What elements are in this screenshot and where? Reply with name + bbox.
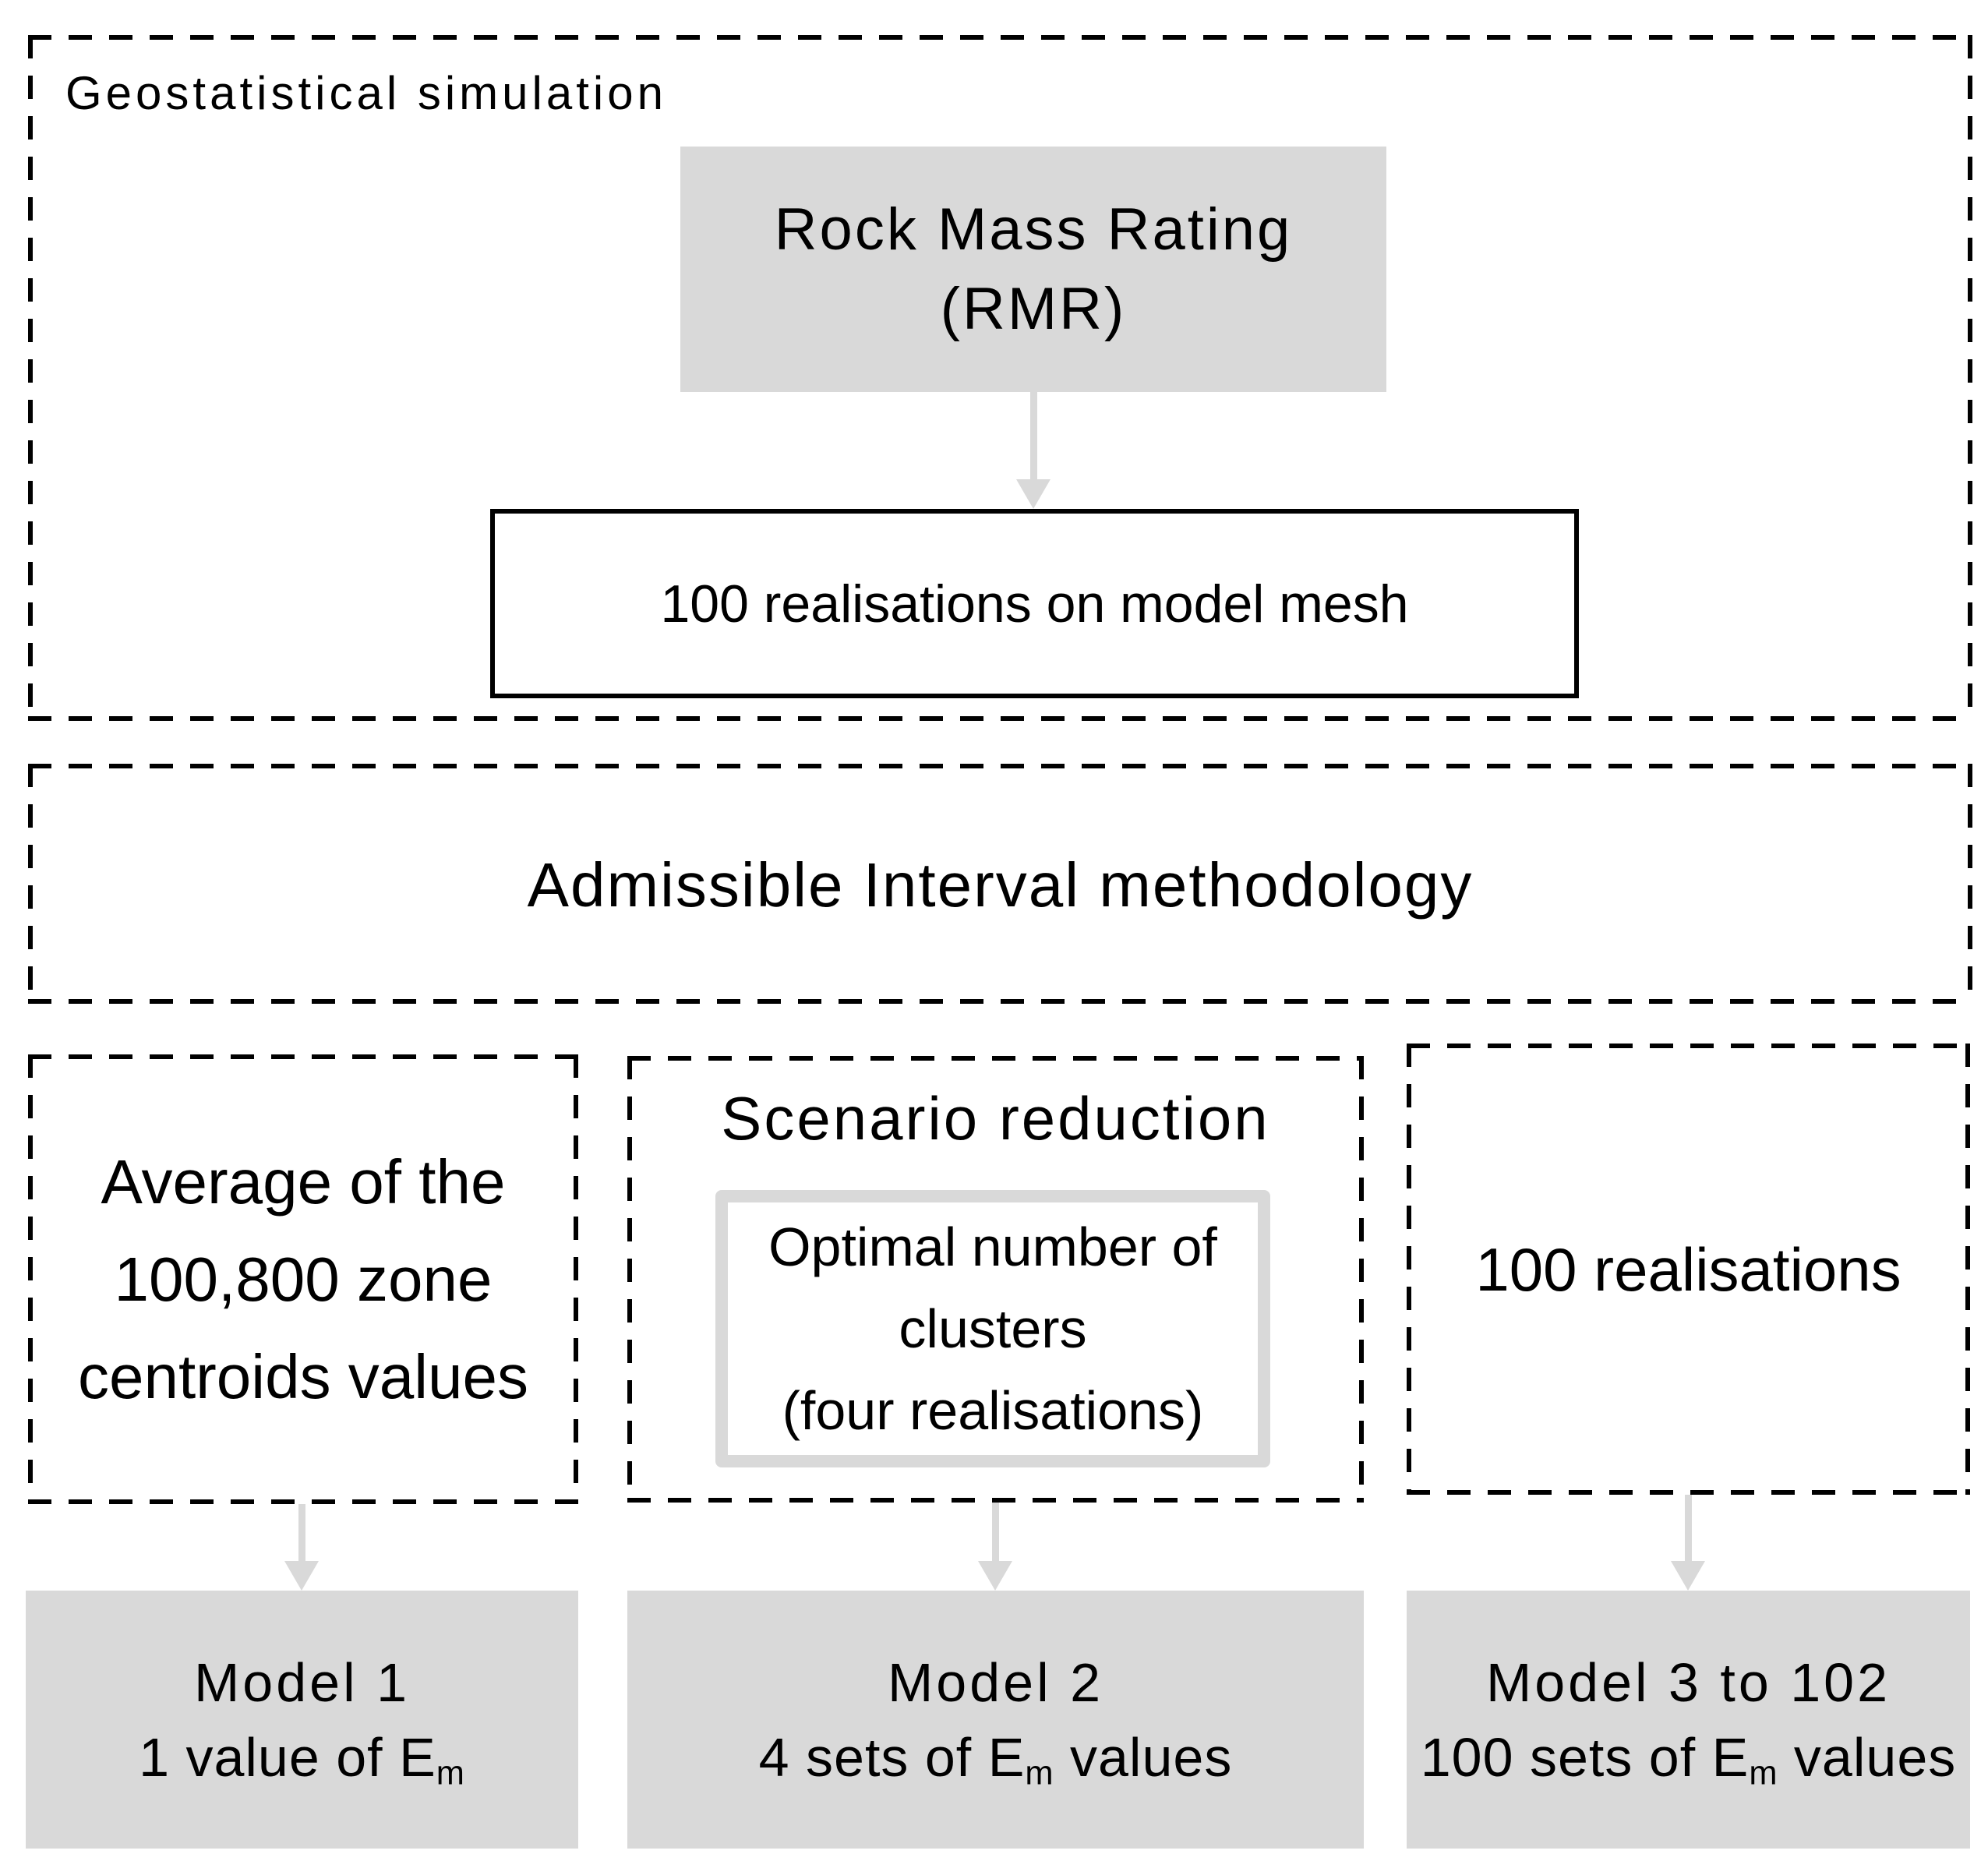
model-3-detail: 100 sets of Em values [1421,1720,1957,1795]
arrow-realisations-to-model3 [1671,1495,1705,1591]
em-subscript: m [436,1753,465,1792]
average-centroids-box: Average of the 100,800 zone centroids va… [28,1054,578,1504]
optimal-clusters-line2: clusters [899,1298,1087,1359]
admissible-interval-title: Admissible Interval methodology [527,850,1474,920]
model-2-detail-suffix: values [1054,1726,1233,1788]
optimal-clusters-box: Optimal number of clusters (four realisa… [715,1190,1270,1467]
realisations-mesh-box: 100 realisations on model mesh [490,509,1579,698]
optimal-clusters-line1: Optimal number of [768,1216,1217,1277]
model-2-detail-prefix: 4 sets of [758,1726,988,1788]
model-2-box: Model 2 4 sets of Em values [627,1591,1364,1849]
arrow-stem [991,1503,999,1561]
em-symbol: E [399,1726,436,1788]
model-1-detail: 1 value of Em [139,1720,465,1795]
arrow-down-icon [978,1561,1012,1591]
average-line-1: Average of the [101,1147,506,1217]
rock-mass-rating-box: Rock Mass Rating (RMR) [680,147,1386,392]
model-1-box: Model 1 1 value of Em [26,1591,578,1849]
average-line-2: 100,800 zone [114,1245,493,1314]
em-symbol: E [987,1726,1026,1788]
model-2-detail: 4 sets of Em values [759,1720,1233,1795]
model-3-title: Model 3 to 102 [1485,1651,1891,1713]
arrow-down-icon [1016,479,1050,509]
hundred-realisations-box: 100 realisations [1407,1044,1970,1495]
em-subscript: m [1749,1753,1778,1792]
optimal-clusters-line3: (four realisations) [782,1379,1204,1441]
arrow-average-to-model1 [284,1504,319,1591]
arrow-stem [1029,392,1037,479]
realisations-mesh-label: 100 realisations on model mesh [660,574,1409,634]
arrow-rmr-to-mesh [1016,392,1050,509]
model-1-detail-prefix: 1 value of [139,1726,400,1788]
hundred-realisations-label: 100 realisations [1475,1234,1901,1304]
average-line-3: centroids values [77,1342,529,1411]
arrow-stem [298,1504,305,1561]
admissible-interval-section: Admissible Interval methodology [28,764,1972,1004]
em-subscript: m [1025,1753,1054,1792]
em-symbol: E [1711,1726,1750,1788]
rmr-label-line1: Rock Mass Rating [774,196,1293,263]
model-2-title: Model 2 [887,1651,1104,1713]
geostatistical-section-title: Geostatistical simulation [65,67,667,119]
model-3-detail-suffix: values [1778,1726,1957,1788]
scenario-reduction-box: Scenario reduction Optimal number of clu… [627,1056,1364,1503]
arrow-down-icon [1671,1561,1705,1591]
geostatistical-simulation-section: Geostatistical simulation Rock Mass Rati… [28,35,1972,721]
model-3-detail-prefix: 100 sets of [1420,1726,1712,1788]
arrow-down-icon [284,1561,319,1591]
scenario-reduction-title: Scenario reduction [721,1084,1270,1153]
rmr-label-line2: (RMR) [940,275,1127,342]
model-1-title: Model 1 [193,1651,411,1713]
model-3-box: Model 3 to 102 100 sets of Em values [1407,1591,1970,1849]
arrow-scenario-to-model2 [978,1503,1012,1591]
arrow-stem [1684,1495,1692,1561]
